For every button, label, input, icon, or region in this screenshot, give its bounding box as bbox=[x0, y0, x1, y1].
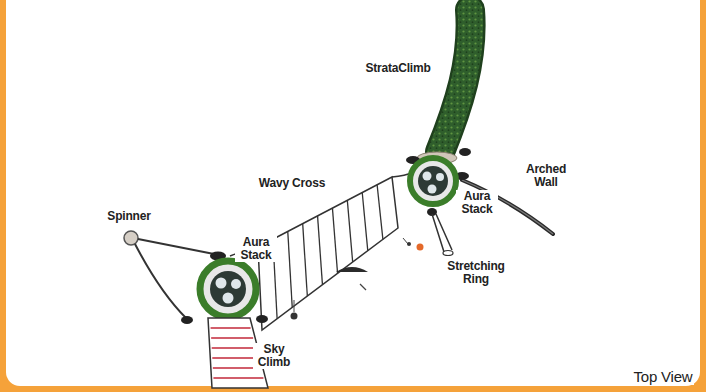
view-caption: Top View bbox=[633, 368, 694, 385]
aura-stack-lower-part bbox=[223, 293, 234, 304]
strataclimb-tube-part bbox=[440, 10, 471, 152]
part-label: Spinner bbox=[106, 210, 151, 223]
bridge-rung bbox=[347, 200, 352, 262]
strataclimb-tube bbox=[417, 10, 471, 164]
part-label: Wavy Cross bbox=[258, 177, 326, 190]
wavy-cross-bridge-part bbox=[258, 177, 398, 330]
part-label: Arched Wall bbox=[522, 163, 570, 189]
aura-stack-lower bbox=[200, 261, 268, 323]
part-label: Aura Stack bbox=[456, 190, 498, 216]
background-panel bbox=[6, 0, 700, 386]
aura-stack-lower-part bbox=[256, 315, 268, 323]
aura-stack-upper bbox=[410, 158, 456, 204]
wavy-cross-bridge-part bbox=[417, 244, 424, 251]
aura-stack-upper-part bbox=[418, 166, 448, 196]
stretching-ring-part bbox=[443, 251, 453, 256]
aura-stack-lower-part bbox=[200, 261, 256, 317]
ladder-rung bbox=[212, 347, 256, 349]
spinner-part bbox=[135, 244, 186, 318]
wavy-cross-bridge-part bbox=[291, 313, 298, 320]
aura-stack-upper-part bbox=[423, 172, 432, 181]
part-label: Sky Climb bbox=[253, 343, 295, 369]
aura-stack-upper-part bbox=[436, 173, 444, 181]
aura-stack-upper-part bbox=[410, 158, 456, 204]
ladder-rung bbox=[212, 357, 258, 359]
spinner-part bbox=[181, 316, 193, 324]
bridge-rung bbox=[362, 193, 368, 251]
bridge-rung bbox=[288, 231, 292, 307]
wavy-cross-bridge bbox=[230, 172, 424, 330]
background-panel-part bbox=[6, 0, 700, 386]
aura-stack-lower-part bbox=[231, 279, 241, 289]
aura-stack-lower-part bbox=[210, 271, 246, 307]
wavy-cross-bridge-part bbox=[273, 185, 383, 319]
aura-stack-lower-part bbox=[216, 278, 227, 289]
wavy-cross-bridge-part bbox=[360, 284, 366, 290]
ladder-rung bbox=[211, 327, 251, 329]
spinner-part bbox=[124, 231, 138, 245]
wavy-cross-bridge-part bbox=[336, 267, 368, 272]
part-label: StrataClimb bbox=[364, 62, 431, 75]
bridge-rung bbox=[332, 208, 337, 273]
spinner-part bbox=[138, 239, 214, 254]
bridge-rung bbox=[318, 216, 323, 285]
ladder-rung bbox=[211, 337, 253, 339]
part-label: Stretching Ring bbox=[442, 260, 510, 286]
stretching-ring bbox=[427, 208, 453, 256]
strataclimb-tube-part bbox=[440, 10, 471, 152]
bridge-rung bbox=[303, 224, 308, 296]
wavy-cross-bridge-part bbox=[294, 300, 295, 312]
wavy-cross-bridge-part bbox=[407, 242, 411, 246]
aura-stack-upper-part bbox=[428, 185, 437, 194]
stretching-ring-part bbox=[432, 214, 452, 252]
part-label: Aura Stack bbox=[235, 236, 277, 262]
ladder-rung bbox=[213, 377, 263, 379]
arched-wall-part bbox=[459, 148, 471, 156]
arched-wall bbox=[406, 148, 553, 234]
bridge-rung bbox=[377, 185, 383, 240]
